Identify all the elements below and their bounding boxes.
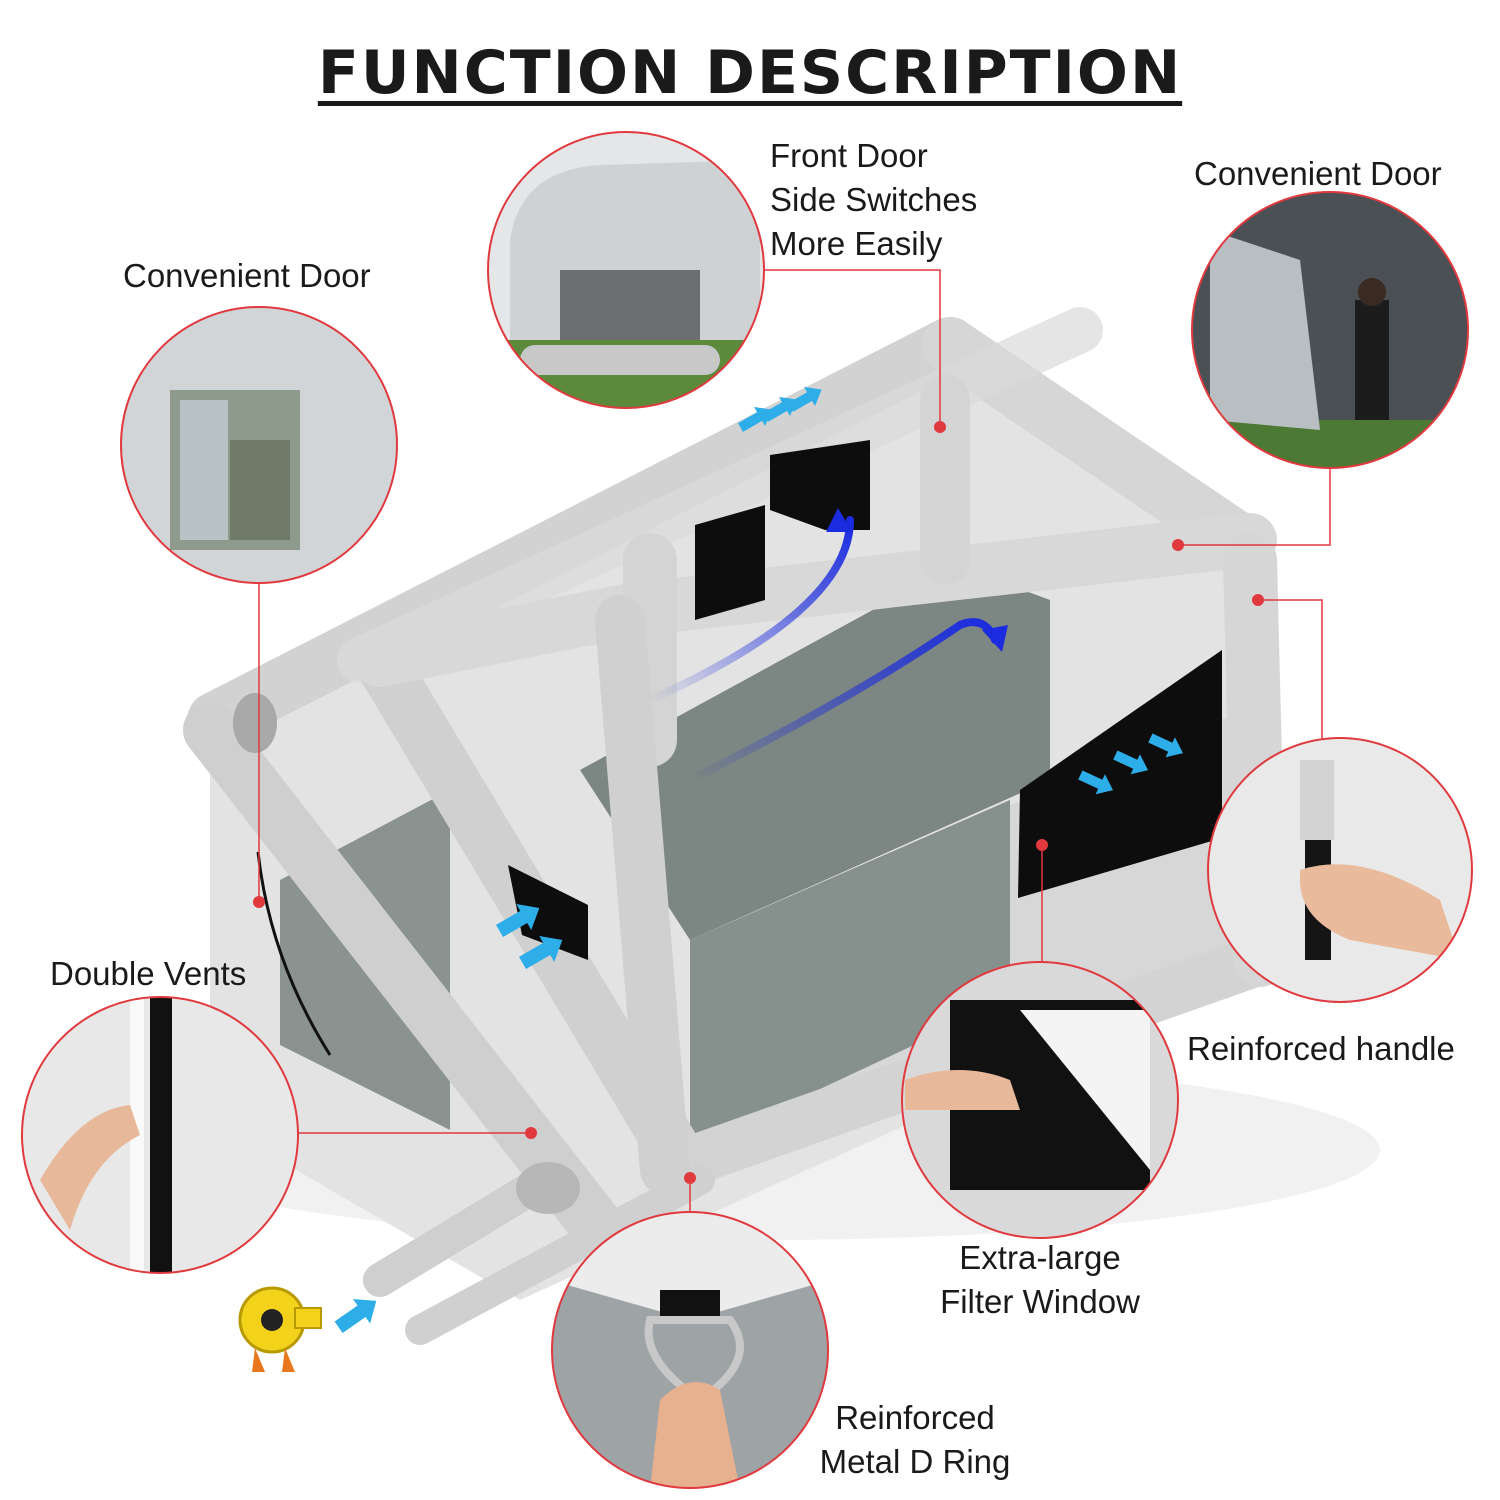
- detail-filter-window: [901, 961, 1179, 1239]
- airflow-arrows: [334, 387, 1183, 1334]
- label-d-ring: Reinforced Metal D Ring: [819, 1399, 1011, 1480]
- detail-double-vents: [21, 996, 299, 1274]
- booth-floor: [580, 565, 1050, 940]
- blower-icon: [238, 1286, 322, 1372]
- page-title: FUNCTION DESCRIPTION: [317, 38, 1183, 108]
- callout-lines: [258, 269, 1331, 1212]
- label-convenient-door-right: Convenient Door: [1194, 155, 1442, 192]
- detail-d-ring: [551, 1211, 829, 1489]
- label-front-door: Front Door Side Switches More Easily: [770, 137, 978, 262]
- label-convenient-door-left: Convenient Door: [123, 257, 371, 294]
- detail-front-door: [487, 131, 765, 409]
- label-double-vents: Double Vents: [50, 955, 247, 992]
- internal-airflow: [646, 516, 999, 784]
- detail-convenient-door-right: [1191, 191, 1469, 469]
- detail-convenient-door-left: [120, 306, 398, 584]
- label-filter-window: Extra-large Filter Window: [940, 1239, 1140, 1320]
- callout-dots: [253, 421, 1264, 1184]
- detail-reinforced-handle: [1207, 737, 1473, 1003]
- label-reinforced-handle: Reinforced handle: [1187, 1030, 1455, 1067]
- filter-window: [1018, 650, 1222, 898]
